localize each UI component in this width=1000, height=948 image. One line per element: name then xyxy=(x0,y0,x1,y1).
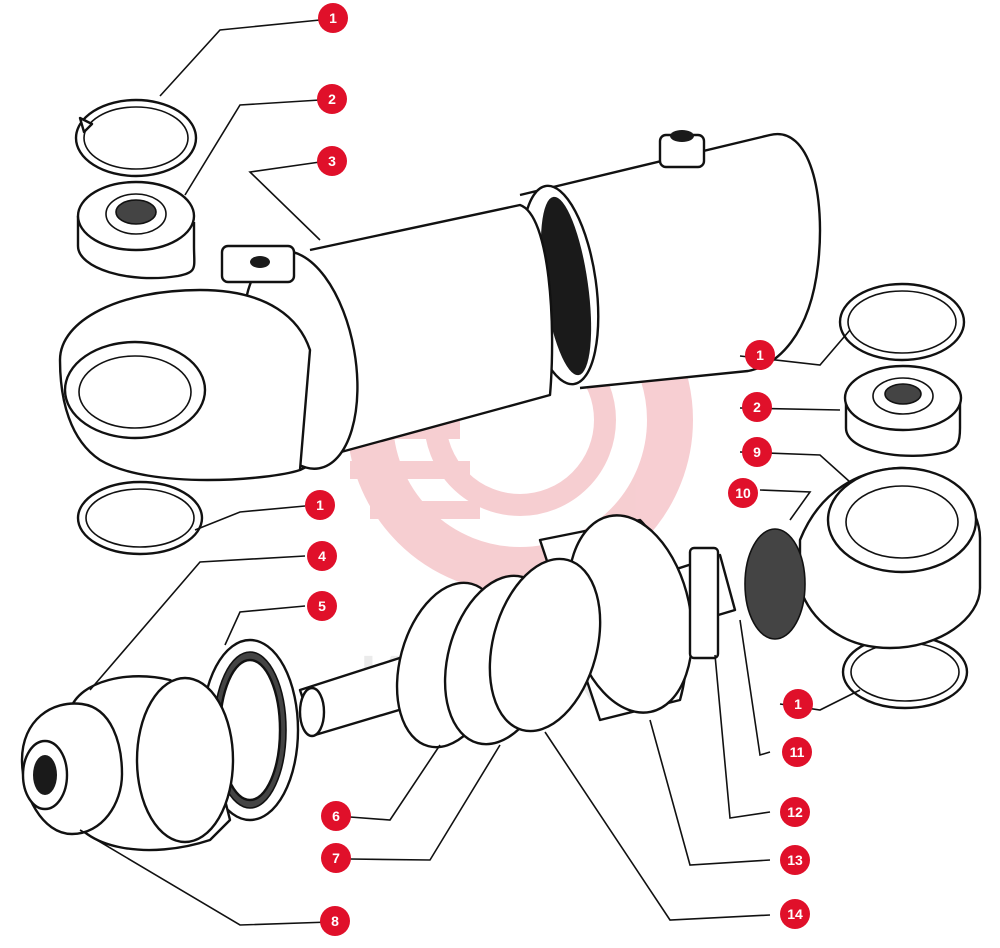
callout-4: 4 xyxy=(307,541,337,571)
seal-bush-right xyxy=(843,364,963,458)
callout-1-right-lower: 1 xyxy=(783,689,813,719)
svg-text:8: 8 xyxy=(331,913,339,929)
svg-text:1: 1 xyxy=(756,347,764,363)
svg-text:10: 10 xyxy=(735,485,751,501)
svg-text:9: 9 xyxy=(753,444,761,460)
callout-1-top-left: 1 xyxy=(318,3,348,33)
svg-text:1: 1 xyxy=(794,696,802,712)
svg-text:13: 13 xyxy=(787,852,803,868)
callout-2-right: 2 xyxy=(742,392,772,422)
callout-10: 10 xyxy=(728,478,758,508)
retaining-ring-bottom-right xyxy=(841,634,969,710)
callout-3: 3 xyxy=(317,146,347,176)
svg-text:3: 3 xyxy=(328,153,336,169)
svg-text:14: 14 xyxy=(787,906,803,922)
svg-text:2: 2 xyxy=(328,91,336,107)
svg-text:1: 1 xyxy=(329,10,337,26)
retaining-ring-bottom-left xyxy=(76,480,204,556)
svg-text:11: 11 xyxy=(790,744,805,760)
retaining-ring-top-right xyxy=(838,282,966,362)
svg-text:12: 12 xyxy=(787,804,803,820)
svg-text:7: 7 xyxy=(332,850,340,866)
piston-ring-14 xyxy=(488,557,602,733)
seal-bush-top-left xyxy=(76,180,196,280)
cylinder-body-with-eye xyxy=(58,203,554,482)
callout-9: 9 xyxy=(742,437,772,467)
callout-12: 12 xyxy=(780,797,810,827)
callout-2-top-left: 2 xyxy=(317,84,347,114)
rod-eye xyxy=(798,466,982,650)
svg-text:5: 5 xyxy=(318,598,326,614)
retaining-ring-top-left xyxy=(74,98,198,178)
callout-14: 14 xyxy=(780,899,810,929)
svg-text:1: 1 xyxy=(316,497,324,513)
callout-11: 11 xyxy=(782,737,812,767)
nut-8 xyxy=(20,702,124,836)
callout-5: 5 xyxy=(307,591,337,621)
callout-6: 6 xyxy=(321,801,351,831)
callout-1-right-upper: 1 xyxy=(745,340,775,370)
callout-1-left-lower: 1 xyxy=(305,490,335,520)
callout-7: 7 xyxy=(321,843,351,873)
callout-13: 13 xyxy=(780,845,810,875)
svg-text:2: 2 xyxy=(753,399,761,415)
callout-8: 8 xyxy=(320,906,350,936)
svg-text:4: 4 xyxy=(318,548,326,564)
svg-text:6: 6 xyxy=(332,808,340,824)
